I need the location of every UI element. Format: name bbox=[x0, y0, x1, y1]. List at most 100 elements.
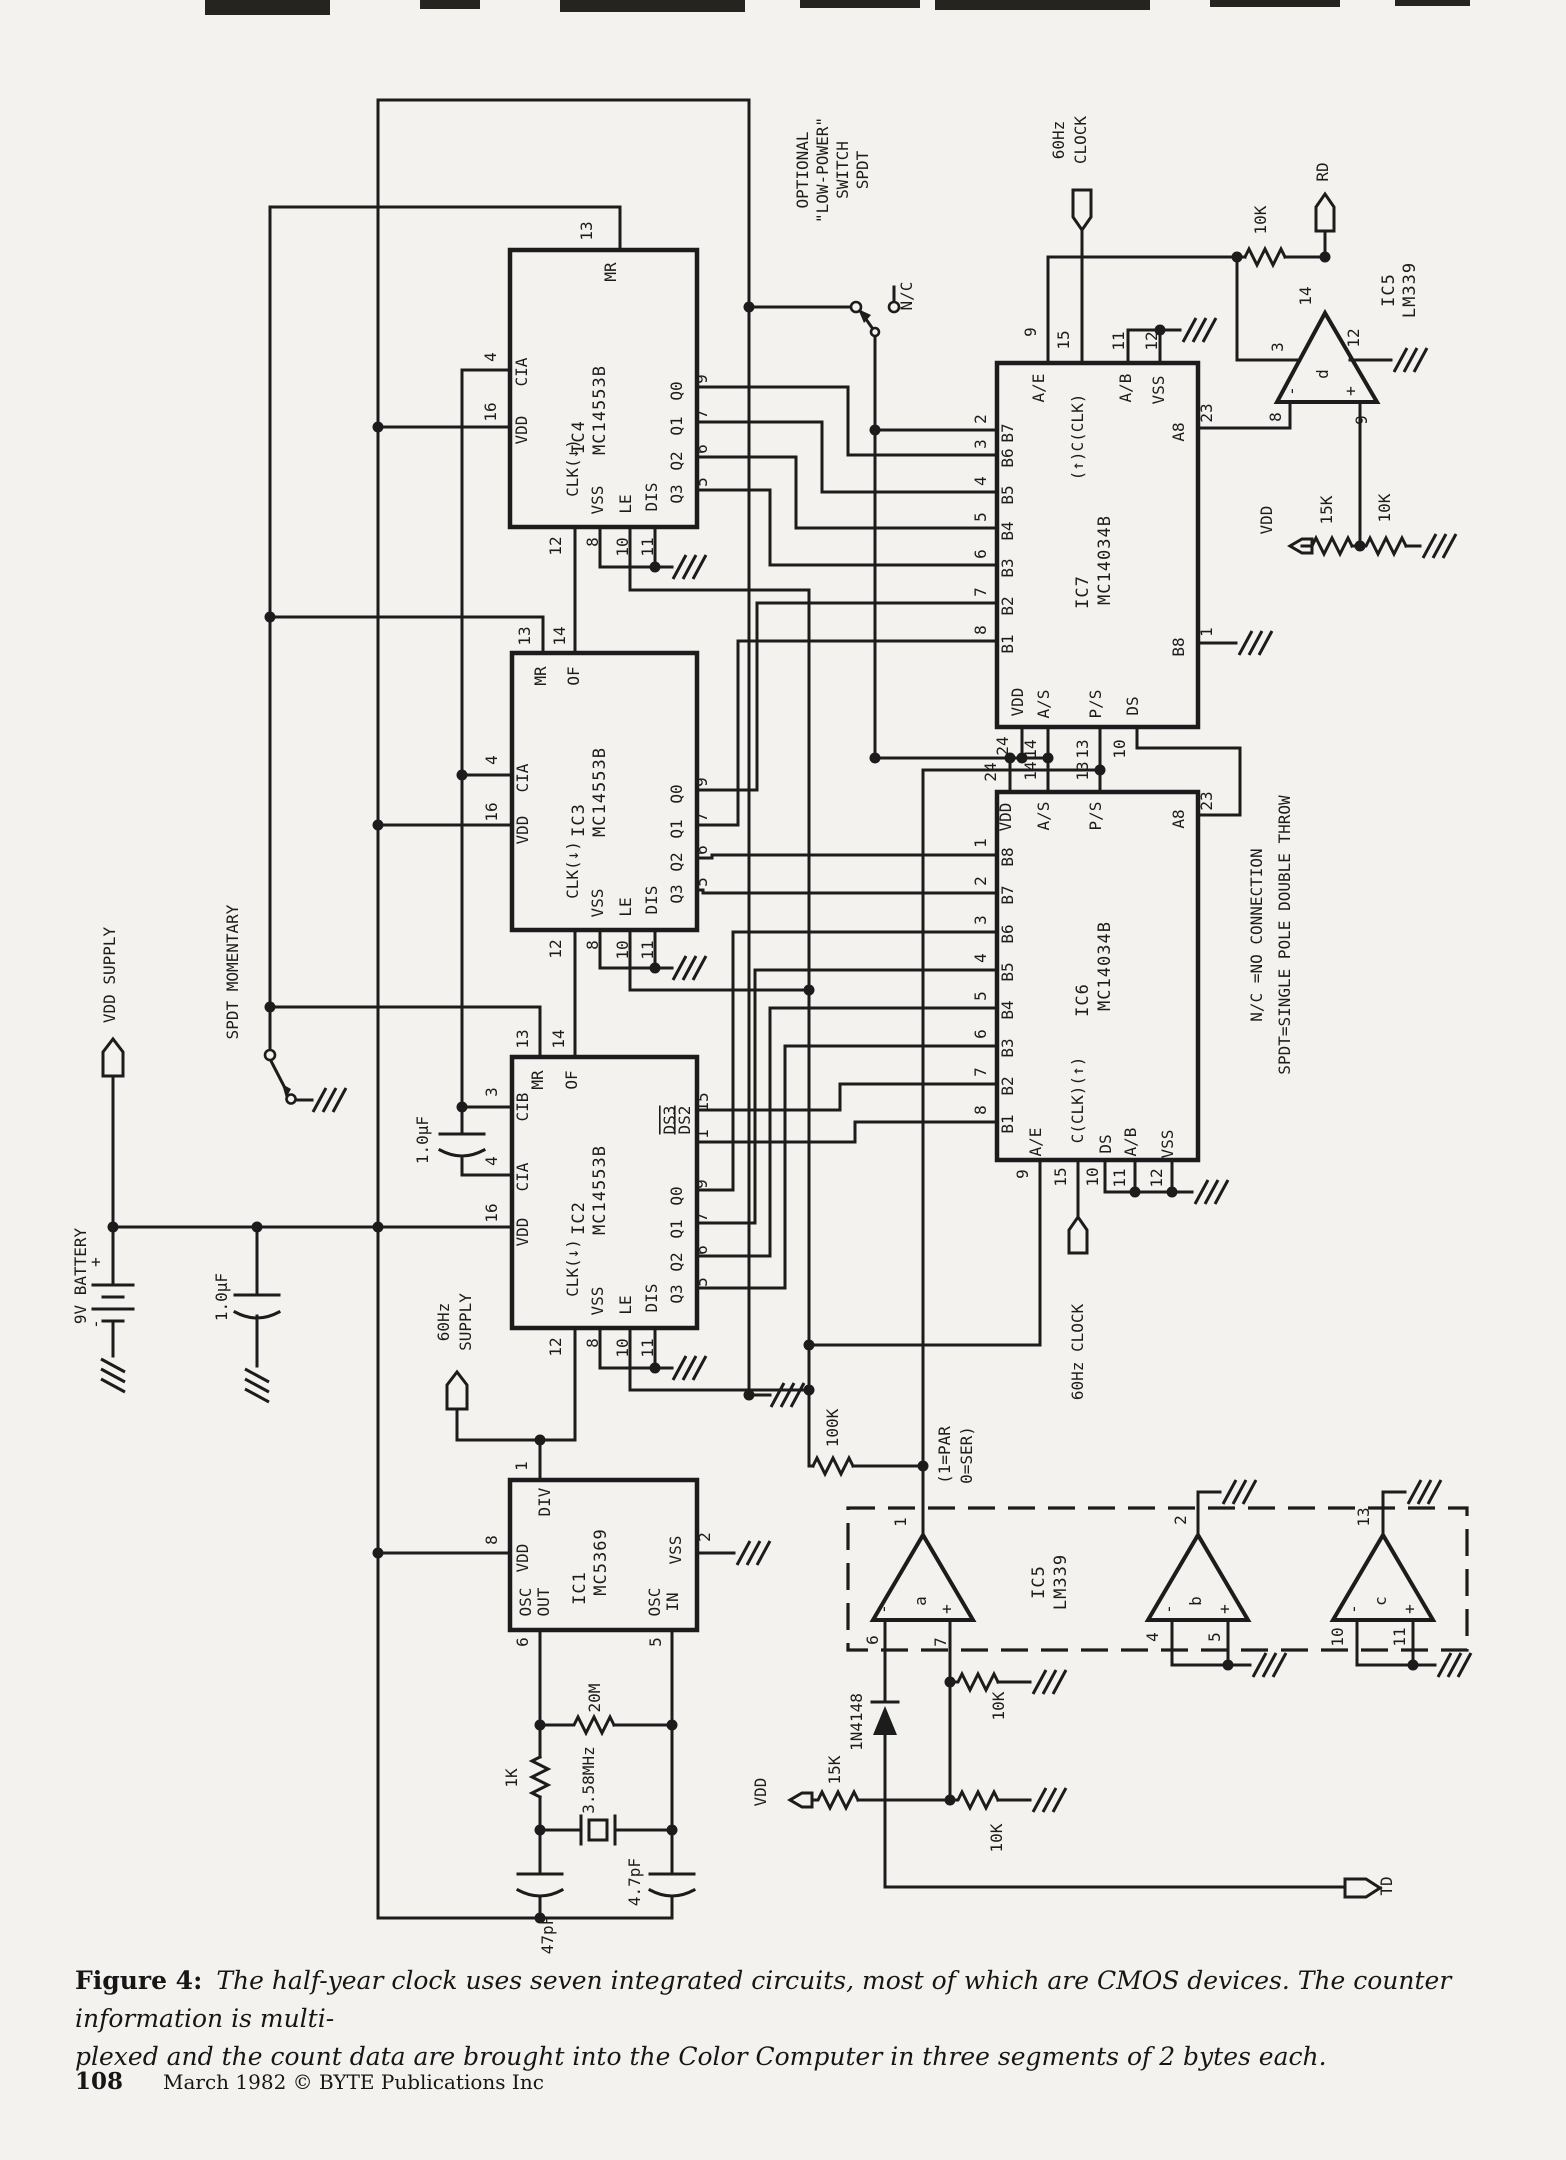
svg-text:8: 8 bbox=[583, 1338, 602, 1348]
svg-text:5: 5 bbox=[971, 512, 990, 522]
svg-text:7: 7 bbox=[931, 1637, 950, 1647]
svg-text:12: 12 bbox=[1142, 331, 1161, 350]
rd-arrow-icon bbox=[1314, 191, 1336, 233]
svg-text:DS: DS bbox=[1096, 1134, 1115, 1153]
caption-line1: The half-year clock uses seven integrate… bbox=[75, 1966, 1452, 2033]
svg-text:B5: B5 bbox=[998, 485, 1017, 504]
svg-text:VDD: VDD bbox=[1008, 688, 1027, 717]
svg-text:12: 12 bbox=[546, 1337, 565, 1356]
svg-text:VDD: VDD bbox=[513, 1544, 532, 1573]
sixtyhz-clock-bottom-arrow-icon bbox=[1067, 1214, 1089, 1255]
svg-text:CIA: CIA bbox=[513, 1162, 532, 1191]
a-vdd-label: VDD bbox=[751, 1778, 770, 1807]
ic2-labels: IC2 MC14553B MR 13 OF 14 CIB 3 CIA 4 VDD… bbox=[413, 1029, 712, 1357]
svg-text:-: - bbox=[1344, 1604, 1363, 1614]
svg-text:16: 16 bbox=[481, 402, 500, 421]
ic6-box bbox=[994, 789, 1201, 1163]
wire-cia-chain bbox=[437, 368, 514, 1177]
svg-text:6: 6 bbox=[692, 444, 711, 454]
res-10k-a1 bbox=[948, 1670, 1032, 1694]
vdd-d-arrow-icon bbox=[1287, 537, 1314, 555]
svg-text:15: 15 bbox=[1054, 330, 1073, 349]
a-r15k-label: 15K bbox=[825, 1755, 844, 1784]
svg-text:2: 2 bbox=[971, 876, 990, 886]
vdd-supply-label: VDD SUPPLY bbox=[100, 926, 119, 1023]
wire-comp-d bbox=[1046, 229, 1393, 548]
svg-text:5: 5 bbox=[692, 477, 711, 487]
svg-text:B8: B8 bbox=[998, 847, 1017, 866]
wire-vdd-pins bbox=[376, 425, 514, 827]
r100k-label: 100K bbox=[823, 1408, 842, 1447]
ic2-part: MC14553B bbox=[590, 1145, 610, 1235]
svg-text:11: 11 bbox=[1109, 331, 1128, 350]
svg-text:VSS: VSS bbox=[666, 1536, 685, 1565]
svg-text:4: 4 bbox=[482, 755, 501, 765]
svg-text:7: 7 bbox=[692, 409, 711, 419]
svg-text:A/E: A/E bbox=[1029, 374, 1048, 403]
wire-mr-bus bbox=[268, 205, 622, 1059]
momentary-arm-arrowhead bbox=[282, 1084, 291, 1098]
a-r10k2-label: 10K bbox=[987, 1823, 1006, 1852]
note-nc: N/C =NO CONNECTION bbox=[1247, 848, 1266, 1021]
wire-rail-cap bbox=[232, 1225, 282, 1368]
opt-switch-label-3: SWITCH bbox=[833, 141, 852, 199]
ic6-part: MC14034B bbox=[1095, 921, 1115, 1011]
svg-text:OF: OF bbox=[564, 666, 583, 685]
svg-text:3: 3 bbox=[1268, 342, 1287, 352]
svg-text:VDD: VDD bbox=[513, 1218, 532, 1247]
svg-text:10: 10 bbox=[613, 1338, 632, 1357]
svg-text:VDD: VDD bbox=[512, 416, 531, 445]
svg-text:16: 16 bbox=[482, 802, 501, 821]
wire-battery bbox=[91, 1225, 135, 1358]
svg-text:C(CLK)(↑): C(CLK)(↑) bbox=[1068, 1057, 1087, 1144]
svg-text:Q3: Q3 bbox=[667, 884, 686, 903]
svg-text:1: 1 bbox=[891, 1517, 910, 1527]
svg-text:5: 5 bbox=[692, 877, 711, 887]
ic1-labels: IC1 MC5369 DIV 1 VDD 8 VSS 2 OSC OUT 6 O… bbox=[482, 1461, 714, 1954]
signal-arrows bbox=[101, 188, 1383, 1899]
ic5-labels: IC5 LM339 d 14 3 8 9 12 - + IC5 LM339 a … bbox=[863, 262, 1420, 1647]
svg-text:A/S: A/S bbox=[1034, 802, 1053, 831]
wire-ds-chain bbox=[1135, 725, 1242, 817]
svg-text:4: 4 bbox=[971, 476, 990, 486]
svg-text:OUT: OUT bbox=[534, 1587, 553, 1616]
svg-text:11: 11 bbox=[1390, 1627, 1409, 1646]
ic4-box bbox=[507, 247, 700, 530]
ic7-part: MC14034B bbox=[1095, 515, 1115, 605]
svg-text:9: 9 bbox=[1021, 327, 1040, 337]
rd-label: RD bbox=[1313, 162, 1332, 181]
svg-text:14: 14 bbox=[1296, 286, 1315, 305]
svg-text:+: + bbox=[1400, 1604, 1419, 1614]
switch-arm-arrowhead bbox=[858, 309, 871, 323]
svg-text:10: 10 bbox=[1110, 739, 1129, 758]
svg-text:DIS: DIS bbox=[642, 886, 661, 915]
ic6-name: IC6 bbox=[1073, 983, 1093, 1017]
svg-text:9: 9 bbox=[692, 1179, 711, 1189]
optional-switch-pivot bbox=[869, 326, 881, 338]
scan-artifacts bbox=[205, 0, 1470, 15]
r10k-pullup-label: 10K bbox=[1251, 205, 1270, 234]
svg-text:1: 1 bbox=[1197, 627, 1216, 637]
ic1-box bbox=[507, 1477, 700, 1633]
ic5-dashed-box bbox=[846, 1506, 1469, 1652]
d-r10k-label: 10K bbox=[1375, 493, 1394, 522]
optional-switch-nc-contact bbox=[887, 300, 901, 314]
page-number: 108 bbox=[75, 2068, 124, 2095]
svg-text:B1: B1 bbox=[998, 634, 1017, 653]
svg-text:Q1: Q1 bbox=[667, 416, 686, 435]
svg-text:VSS: VSS bbox=[588, 1287, 607, 1316]
comparator-a bbox=[869, 1531, 977, 1622]
svg-text:4: 4 bbox=[971, 953, 990, 963]
svg-text:6: 6 bbox=[692, 1245, 711, 1255]
svg-text:-: - bbox=[874, 1604, 893, 1614]
svg-text:10: 10 bbox=[1328, 1627, 1347, 1646]
wire-comp-a bbox=[870, 1618, 1347, 1889]
svg-text:B6: B6 bbox=[998, 924, 1017, 943]
svg-text:15: 15 bbox=[1051, 1167, 1070, 1186]
svg-text:3: 3 bbox=[971, 439, 990, 449]
sixtyhz-supply-2: SUPPLY bbox=[456, 1293, 475, 1351]
svg-text:10: 10 bbox=[1083, 1167, 1102, 1186]
wire-bus-staircase bbox=[695, 385, 999, 1290]
sixtyhz-clock-bottom-label: 60Hz CLOCK bbox=[1068, 1303, 1087, 1400]
